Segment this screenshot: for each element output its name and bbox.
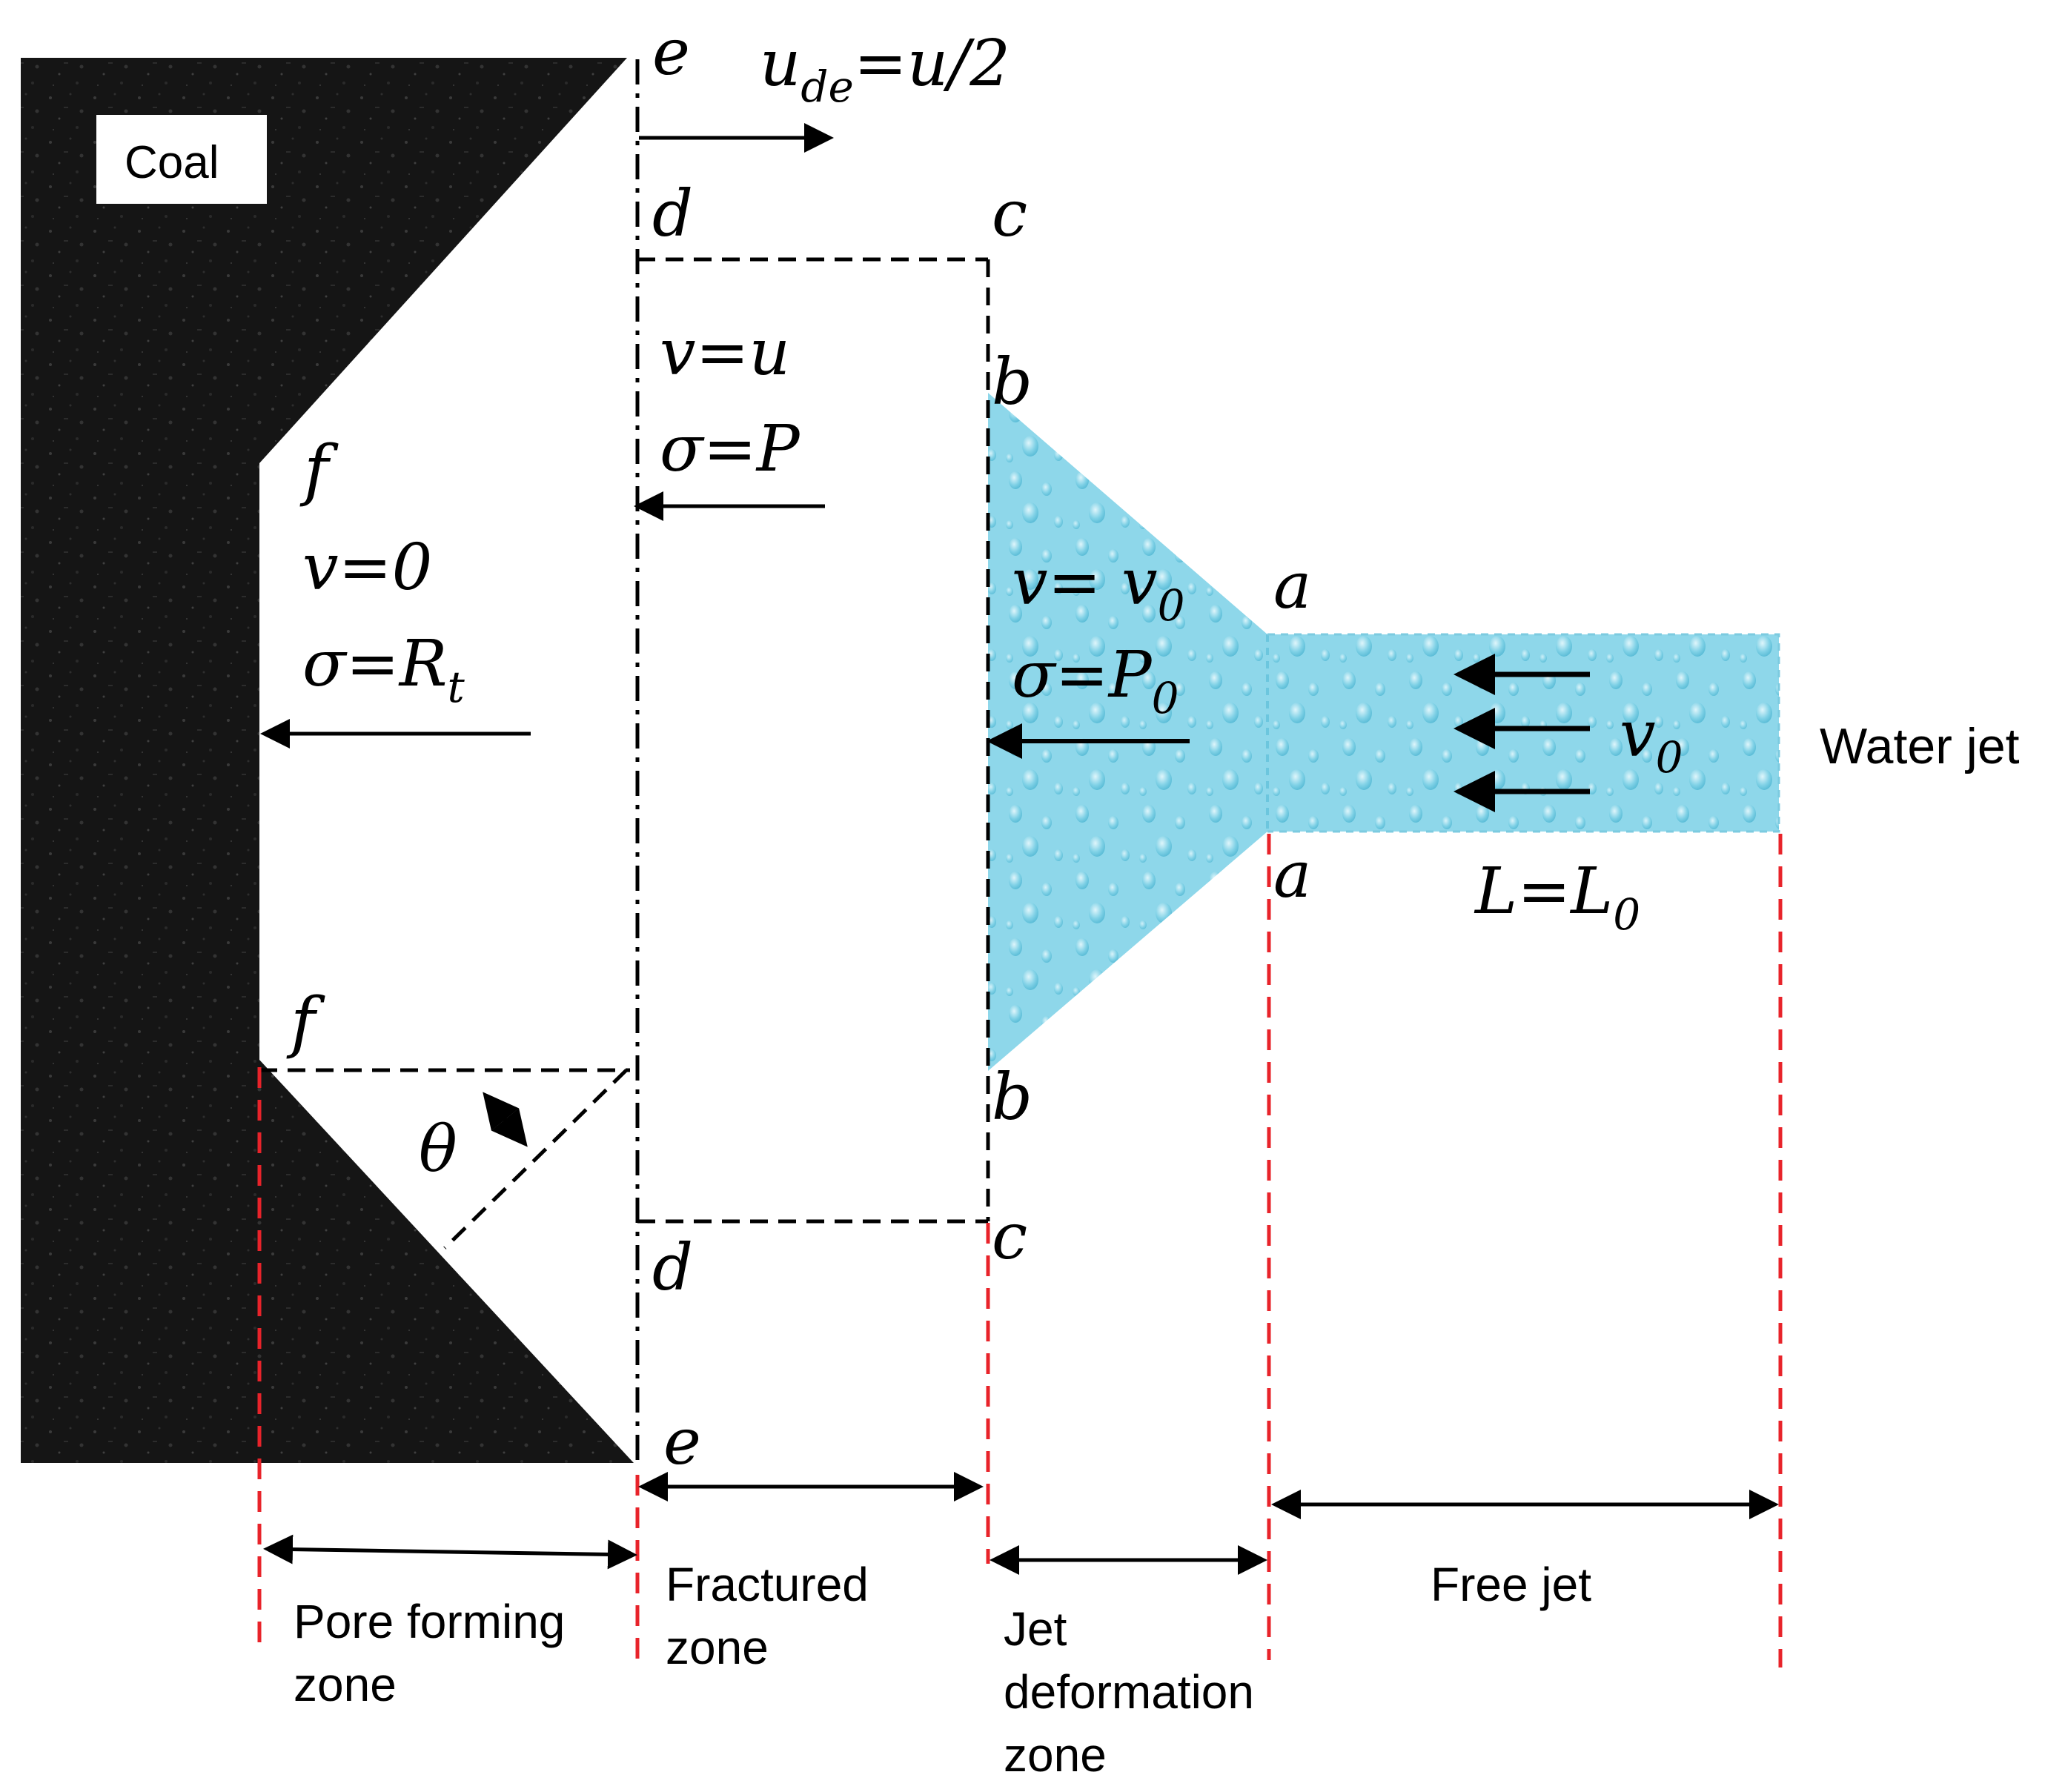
- label-free-v: v0: [1620, 697, 1683, 783]
- label-pore-v: v=0: [302, 531, 432, 605]
- label-theta: θ: [419, 1112, 457, 1187]
- point-a-top: a: [1273, 549, 1311, 623]
- point-a-bottom: a: [1273, 838, 1311, 912]
- label-jet-sigma: σ=P0: [1012, 638, 1179, 723]
- point-b-bottom: b: [992, 1061, 1032, 1135]
- arrow-angle: [483, 1092, 528, 1147]
- line-angle-normal: [443, 1069, 628, 1250]
- label-free-L: L=L0: [1474, 854, 1640, 940]
- zone-jet-deformation-line3: zone: [1004, 1728, 1107, 1782]
- coal-body: [21, 58, 634, 1463]
- point-f-bottom: f: [286, 983, 325, 1061]
- point-d-top: d: [652, 177, 693, 251]
- zone-pore-forming-line1: Pore forming: [294, 1595, 565, 1648]
- zone-fractured-line1: Fractured: [666, 1558, 869, 1611]
- zone-pore-forming-line2: zone: [294, 1658, 397, 1711]
- point-e-top: e: [652, 16, 690, 90]
- point-f-top: f: [299, 431, 339, 509]
- zone-jet-deformation-line1: Jet: [1004, 1602, 1067, 1656]
- water-jet-label: Water jet: [1820, 718, 2020, 774]
- water-jet-body: [988, 393, 1779, 1071]
- free-jet-outline: [1267, 633, 1780, 833]
- label-fractured-v: v=u: [660, 316, 790, 390]
- zone-fractured-line2: zone: [666, 1621, 769, 1674]
- point-c-bottom: c: [992, 1200, 1027, 1274]
- label-pore-sigma: σ=Rt: [302, 627, 465, 712]
- label-fractured-sigma: σ=P: [660, 412, 801, 486]
- coal-label: Coal: [125, 137, 219, 188]
- point-e-bottom: e: [663, 1405, 701, 1479]
- label-jet-v: v= v0: [1012, 545, 1184, 631]
- zone-free-jet: Free jet: [1431, 1558, 1591, 1611]
- point-d-bottom: d: [652, 1231, 693, 1305]
- label-ude: ude=u/2: [760, 27, 1010, 112]
- point-c-top: c: [992, 177, 1027, 251]
- point-b-top: b: [992, 345, 1032, 419]
- dim-pore-forming: [263, 1534, 637, 1570]
- zone-jet-deformation-line2: deformation: [1004, 1665, 1254, 1719]
- coal-label-box: [96, 115, 267, 204]
